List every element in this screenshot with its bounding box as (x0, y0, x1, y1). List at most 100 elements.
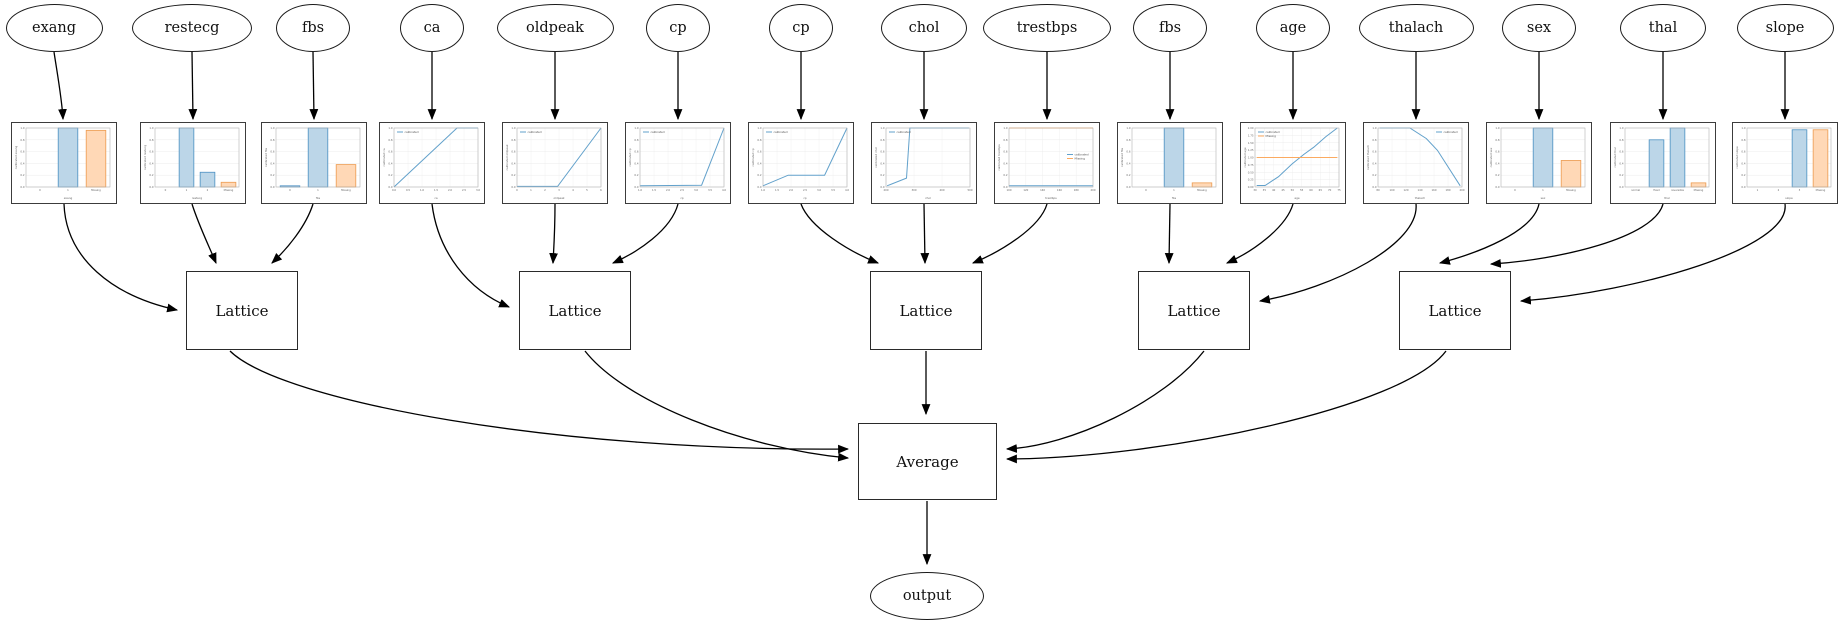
svg-text:140: 140 (1040, 188, 1045, 192)
svg-text:2.5: 2.5 (680, 188, 684, 192)
svg-text:400: 400 (940, 188, 945, 192)
svg-text:1.0: 1.0 (20, 126, 24, 130)
svg-text:0.8: 0.8 (880, 138, 884, 142)
edge-lattice2-average (584, 350, 850, 462)
svg-text:0.0: 0.0 (1495, 185, 1499, 189)
edge-oldpeak-lattice2 (549, 203, 558, 265)
svg-text:calibrated thalach: calibrated thalach (1366, 145, 1370, 171)
svg-text:5: 5 (586, 188, 588, 192)
svg-text:calibrated: calibrated (1444, 130, 1458, 134)
svg-text:1: 1 (67, 188, 69, 192)
svg-text:0.0: 0.0 (757, 185, 761, 189)
svg-text:3.0: 3.0 (817, 188, 821, 192)
svg-text:1.0: 1.0 (388, 126, 392, 130)
svg-text:0: 0 (1145, 188, 1147, 192)
lattice-node-4-label: Lattice (1167, 301, 1221, 320)
svg-text:70: 70 (1328, 188, 1332, 192)
svg-text:calibrated: calibrated (651, 130, 665, 134)
svg-text:0.0: 0.0 (511, 185, 515, 189)
edge-restecg-lattice1 (191, 203, 217, 265)
svg-text:0.6: 0.6 (270, 150, 274, 154)
feature-node-cp-6: cp (769, 4, 833, 52)
feature-node-label: chol (908, 20, 940, 36)
lattice-node-2-label: Lattice (548, 301, 602, 320)
feature-node-thal-13: thal (1620, 4, 1706, 52)
svg-text:160: 160 (1432, 188, 1437, 192)
svg-text:exang: exang (64, 196, 73, 200)
svg-text:40: 40 (1272, 188, 1276, 192)
lattice-node-1: Lattice (186, 271, 298, 350)
svg-text:Missing: Missing (1566, 188, 1576, 192)
svg-text:0.4: 0.4 (149, 161, 153, 165)
svg-text:0: 0 (1514, 188, 1516, 192)
edge-exang-lattice1 (63, 203, 179, 313)
svg-text:65: 65 (1319, 188, 1323, 192)
svg-text:0.4: 0.4 (1495, 161, 1499, 165)
feature-node-trestbps-8: trestbps (983, 4, 1111, 52)
average-node: Average (858, 423, 997, 500)
svg-text:4: 4 (572, 188, 574, 192)
svg-text:0: 0 (165, 188, 167, 192)
svg-text:1: 1 (1757, 188, 1759, 192)
svg-text:0.0: 0.0 (270, 185, 274, 189)
svg-text:1.5: 1.5 (434, 188, 438, 192)
svg-text:0.8: 0.8 (757, 138, 761, 142)
svg-text:fixed: fixed (1653, 188, 1660, 192)
feature-node-label: ca (423, 20, 441, 36)
average-node-label: Average (896, 452, 959, 471)
svg-text:2: 2 (544, 188, 546, 192)
svg-text:0.2: 0.2 (1003, 173, 1007, 177)
svg-text:0.8: 0.8 (1372, 138, 1376, 142)
edge-fbs2-lattice4 (1164, 203, 1174, 265)
svg-text:calibrated chol: calibrated chol (874, 147, 878, 168)
svg-text:0.2: 0.2 (1741, 173, 1745, 177)
svg-text:120: 120 (1404, 188, 1409, 192)
svg-text:0.8: 0.8 (1126, 138, 1130, 142)
edge-sex-lattice5 (1438, 203, 1540, 265)
svg-text:0.4: 0.4 (1372, 161, 1376, 165)
svg-text:1.0: 1.0 (270, 126, 274, 130)
svg-text:4.0: 4.0 (722, 188, 726, 192)
svg-text:180: 180 (1074, 188, 1079, 192)
svg-text:0.6: 0.6 (20, 150, 24, 154)
feature-node-ca-3: ca (400, 4, 464, 52)
svg-text:chol: chol (925, 196, 931, 200)
svg-text:calibrated thal: calibrated thal (1613, 147, 1617, 168)
svg-text:oldpeak: oldpeak (553, 196, 564, 200)
feature-node-label: cp (792, 20, 810, 36)
svg-text:0.4: 0.4 (511, 161, 515, 165)
svg-text:0.8: 0.8 (149, 138, 153, 142)
svg-text:0.0: 0.0 (1741, 185, 1745, 189)
svg-text:60: 60 (1309, 188, 1313, 192)
svg-text:calibrated: calibrated (1075, 153, 1089, 157)
svg-text:0.4: 0.4 (1126, 161, 1130, 165)
svg-text:0.6: 0.6 (757, 150, 761, 154)
edge-age-lattice4 (1225, 203, 1294, 264)
svg-text:0.0: 0.0 (1619, 185, 1623, 189)
svg-text:fbs: fbs (1172, 196, 1177, 200)
feature-node-exang-0: exang (5, 4, 103, 52)
svg-text:200: 200 (1091, 188, 1096, 192)
svg-text:35: 35 (1263, 188, 1267, 192)
svg-text:0.0: 0.0 (634, 185, 638, 189)
svg-text:0: 0 (289, 188, 291, 192)
svg-text:0.6: 0.6 (634, 150, 638, 154)
svg-text:0.2: 0.2 (1619, 173, 1623, 177)
svg-text:restecg: restecg (192, 196, 203, 200)
svg-text:0.8: 0.8 (1003, 138, 1007, 142)
svg-text:1.0: 1.0 (149, 126, 153, 130)
svg-text:Missing: Missing (1694, 188, 1704, 192)
feature-node-label: exang (31, 20, 77, 36)
edge-cp1-lattice2 (611, 203, 679, 264)
svg-text:calibrated age: calibrated age (1243, 147, 1247, 167)
feature-node-label: thal (1648, 20, 1678, 36)
svg-text:1.0: 1.0 (761, 188, 765, 192)
svg-text:0.00: 0.00 (1248, 185, 1254, 189)
